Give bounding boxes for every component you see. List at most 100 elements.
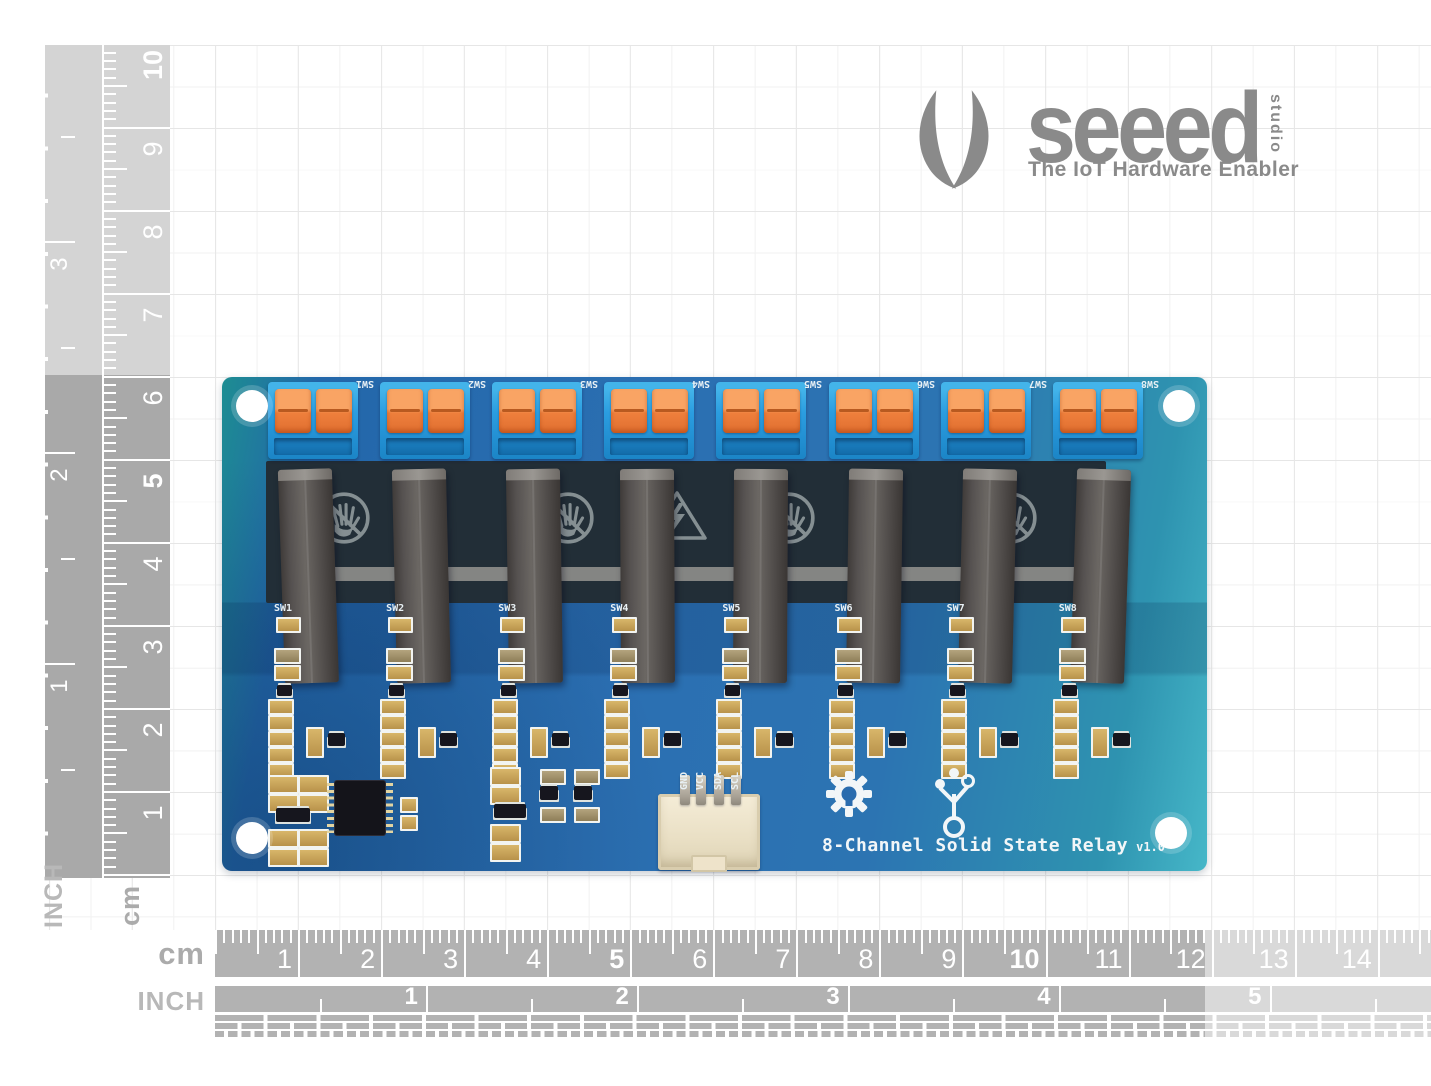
terminal-block (268, 382, 358, 459)
cm-number: 8 (858, 944, 874, 974)
terminal-screw (723, 389, 760, 433)
mm-mark (103, 633, 116, 636)
capacitor (268, 829, 299, 848)
mm-mark (314, 930, 317, 943)
logo-tagline: The IoT Hardware Enabler (1028, 158, 1300, 181)
mm-mark (513, 930, 516, 943)
connector-pin-label: GND (679, 771, 690, 790)
resistor (1052, 699, 1079, 715)
smd-component (530, 727, 549, 758)
channel-mid-label: SW8 (1058, 603, 1077, 614)
terminal-block (828, 382, 919, 459)
terminal-screw (988, 389, 1025, 433)
resistor (268, 747, 294, 763)
mm-mark (103, 425, 116, 428)
mm-mark (646, 930, 649, 943)
mm-mark (1203, 930, 1206, 943)
mm-mark (937, 930, 940, 943)
mm-mark (472, 930, 475, 943)
cm-mark (103, 790, 170, 793)
mm-mark (406, 930, 408, 943)
transistor (1000, 733, 1018, 746)
channel-top-label: SW4 (692, 378, 711, 389)
mm-mark (754, 930, 757, 954)
bottom-ruler-cm-label: cm (158, 936, 205, 971)
connector-pin-label: SCL (730, 771, 741, 790)
capacitor (490, 786, 521, 805)
mm-mark (256, 930, 259, 954)
cm-mark (103, 292, 170, 295)
transistor (613, 685, 629, 696)
mm-mark (103, 118, 116, 121)
mm-mark (103, 475, 116, 478)
mm-mark (480, 930, 483, 943)
cm-mark (103, 209, 170, 212)
mm-mark (103, 325, 116, 328)
mm-mark (281, 930, 284, 943)
mm-mark (729, 930, 732, 943)
inch-number: 1 (404, 983, 418, 1010)
resistor (492, 747, 519, 763)
terminal-screw (652, 389, 689, 433)
mm-mark (929, 930, 932, 943)
channel-mid-label: SW2 (386, 603, 405, 614)
transistor (725, 685, 741, 696)
half-inch-mark (1164, 999, 1167, 1012)
terminal-screw (1059, 389, 1096, 433)
mm-mark (638, 930, 641, 943)
channel-top-label: SW8 (1140, 378, 1159, 389)
resistor (380, 763, 407, 779)
mm-mark (103, 467, 116, 470)
mounting-hole (1155, 817, 1187, 849)
cm-number: 6 (692, 944, 708, 974)
mm-mark (821, 930, 824, 943)
resistor (268, 731, 294, 747)
transistor (888, 733, 906, 746)
mm-mark (103, 392, 116, 395)
status-led (388, 617, 414, 633)
mm-mark (273, 930, 276, 943)
mm-mark (103, 682, 116, 685)
mm-mark (489, 930, 492, 943)
channel-mid-label: SW3 (498, 603, 517, 614)
mm-mark (239, 930, 242, 943)
mm-mark (1194, 930, 1197, 943)
cm-number: 8 (138, 224, 168, 240)
cm-mark (630, 930, 633, 977)
resistor (492, 699, 519, 715)
mm-mark (103, 217, 116, 220)
mm-mark (103, 359, 116, 362)
transistor (540, 786, 558, 800)
resistor (604, 747, 631, 763)
seeed-logo: seeed studio The IoT Hardware Enabler (898, 78, 1308, 194)
mm-mark (103, 384, 116, 386)
resistor (492, 715, 519, 731)
channel-top-label: SW6 (916, 378, 935, 389)
mm-mark (1136, 930, 1139, 943)
cm-number: 10 (1009, 944, 1040, 974)
cm-number: 3 (138, 639, 168, 655)
bottom-ruler: 123456789101112131412345 (215, 930, 1431, 1040)
terminal-screw (876, 389, 913, 433)
transistor (837, 685, 853, 696)
mm-mark (103, 699, 116, 702)
capacitor (298, 848, 329, 867)
mm-mark (920, 930, 923, 954)
grove-connector (658, 794, 760, 872)
mm-mark (979, 930, 982, 943)
mm-mark (896, 930, 898, 943)
mm-mark (103, 433, 116, 436)
connector-pin-label: VCC (695, 771, 706, 790)
mm-mark (103, 342, 116, 345)
mm-mark (103, 201, 116, 204)
inch-mark (45, 452, 75, 455)
cm-number: 10 (138, 49, 168, 80)
mm-mark (103, 732, 116, 735)
ruler-light-section (1205, 930, 1431, 1040)
smd-component (306, 727, 324, 758)
mm-mark (103, 483, 116, 486)
channel-mid-label: SW4 (610, 603, 629, 614)
terminal-block (716, 382, 807, 459)
channel-top-label: SW2 (468, 378, 487, 389)
